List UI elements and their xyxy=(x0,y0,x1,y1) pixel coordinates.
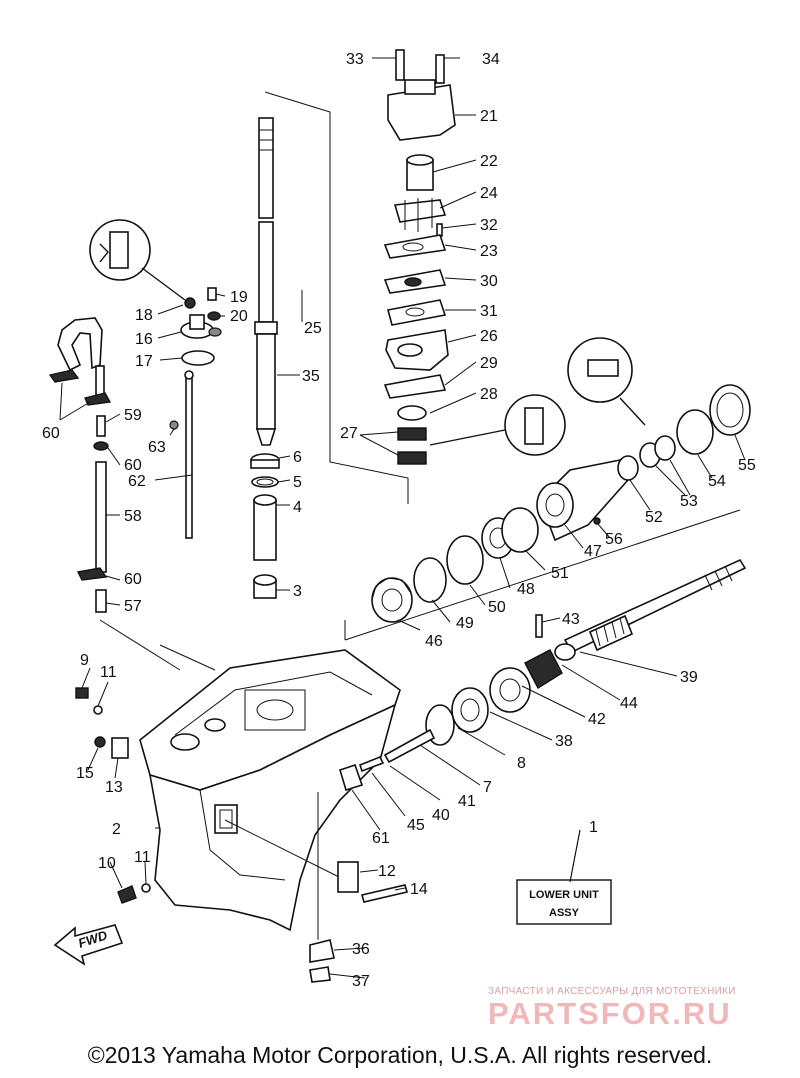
callout-45: 45 xyxy=(407,817,425,834)
callout-29: 29 xyxy=(480,355,498,372)
callout-38: 38 xyxy=(555,733,573,750)
callout-10: 10 xyxy=(98,855,116,872)
callout-5: 5 xyxy=(293,474,302,491)
callout-39: 39 xyxy=(680,669,698,686)
detail-bubble-right xyxy=(429,337,646,456)
callout-34: 34 xyxy=(482,51,500,68)
callout-35: 35 xyxy=(302,368,320,385)
callout-37: 37 xyxy=(352,973,370,990)
callout-60-a: 60 xyxy=(42,425,60,442)
callout-numbers: 1 2 3 4 5 6 7 8 9 10 11 11 12 13 14 15 1… xyxy=(42,51,756,990)
water-pump-group xyxy=(383,49,456,465)
shift-rod xyxy=(184,370,194,539)
callout-48: 48 xyxy=(517,581,535,598)
callout-22: 22 xyxy=(480,153,498,170)
callout-27: 27 xyxy=(340,425,358,442)
callout-58: 58 xyxy=(124,508,142,525)
watermark-tagline: ЗАПЧАСТИ И АКСЕССУАРЫ ДЛЯ МОТОТЕХНИКИ xyxy=(488,986,736,997)
lower-casing xyxy=(139,649,401,932)
callout-14: 14 xyxy=(410,881,428,898)
callout-44: 44 xyxy=(620,695,638,712)
callout-47: 47 xyxy=(584,543,602,560)
callout-53: 53 xyxy=(680,493,698,510)
callout-60-c: 60 xyxy=(124,571,142,588)
callout-20: 20 xyxy=(230,308,248,325)
callout-24: 24 xyxy=(480,185,498,202)
callout-54: 54 xyxy=(708,473,726,490)
callout-36: 36 xyxy=(352,941,370,958)
callout-16: 16 xyxy=(135,331,153,348)
callout-30: 30 xyxy=(480,273,498,290)
callout-31: 31 xyxy=(480,303,498,320)
callout-11-upper: 11 xyxy=(100,664,117,681)
copyright-notice: ©2013 Yamaha Motor Corporation, U.S.A. A… xyxy=(87,1042,713,1068)
callout-6: 6 xyxy=(293,449,302,466)
small-parts xyxy=(75,687,436,983)
callout-57: 57 xyxy=(124,598,142,615)
drive-shaft xyxy=(254,117,278,446)
callout-13: 13 xyxy=(105,779,123,796)
assy-box-line1: LOWER UNIT xyxy=(529,889,599,901)
callout-33: 33 xyxy=(346,51,364,68)
callout-56: 56 xyxy=(605,531,623,548)
callout-52: 52 xyxy=(645,509,663,526)
callout-28: 28 xyxy=(480,386,498,403)
callout-15: 15 xyxy=(76,765,94,782)
water-tube-group xyxy=(48,317,179,613)
callout-7: 7 xyxy=(483,779,492,796)
callout-51: 51 xyxy=(551,565,569,582)
fwd-arrow: FWD xyxy=(53,924,124,966)
callout-8: 8 xyxy=(517,755,526,772)
callout-25: 25 xyxy=(304,320,322,337)
callout-1: 1 xyxy=(589,819,598,836)
callout-55: 55 xyxy=(738,457,756,474)
callout-12: 12 xyxy=(378,863,396,880)
callout-49: 49 xyxy=(456,615,474,632)
lower-unit-assy-box: LOWER UNIT ASSY xyxy=(516,879,612,925)
detail-bubble-left xyxy=(89,219,186,301)
callout-61: 61 xyxy=(372,830,390,847)
callout-2: 2 xyxy=(112,821,121,838)
callout-17: 17 xyxy=(135,353,153,370)
gearcase-internals xyxy=(371,384,751,746)
callout-46: 46 xyxy=(425,633,443,650)
callout-18: 18 xyxy=(135,307,153,324)
callout-4: 4 xyxy=(293,499,302,516)
callout-26: 26 xyxy=(480,328,498,345)
callout-42: 42 xyxy=(588,711,606,728)
callout-43: 43 xyxy=(562,611,580,628)
leader-lines xyxy=(59,57,746,979)
watermark-brand: PARTSFOR.RU xyxy=(488,996,732,1031)
callout-50: 50 xyxy=(488,599,506,616)
callout-23: 23 xyxy=(480,243,498,260)
shaft-bearings-stack xyxy=(250,453,280,599)
callout-59: 59 xyxy=(124,407,142,424)
callout-21: 21 xyxy=(480,108,498,125)
callout-32: 32 xyxy=(480,217,498,234)
shift-lever-group xyxy=(180,287,222,366)
callout-40: 40 xyxy=(432,807,450,824)
callout-11-lower: 11 xyxy=(134,849,151,866)
callout-3: 3 xyxy=(293,583,302,600)
callout-41: 41 xyxy=(458,793,476,810)
assembly-frame-lines xyxy=(99,91,741,940)
propeller-shaft-group xyxy=(524,558,747,689)
callout-60-b: 60 xyxy=(124,457,142,474)
callout-9: 9 xyxy=(80,652,89,669)
callout-62: 62 xyxy=(128,473,146,490)
callout-63: 63 xyxy=(148,439,166,456)
callout-19: 19 xyxy=(230,289,248,306)
assy-box-line2: ASSY xyxy=(549,907,580,919)
